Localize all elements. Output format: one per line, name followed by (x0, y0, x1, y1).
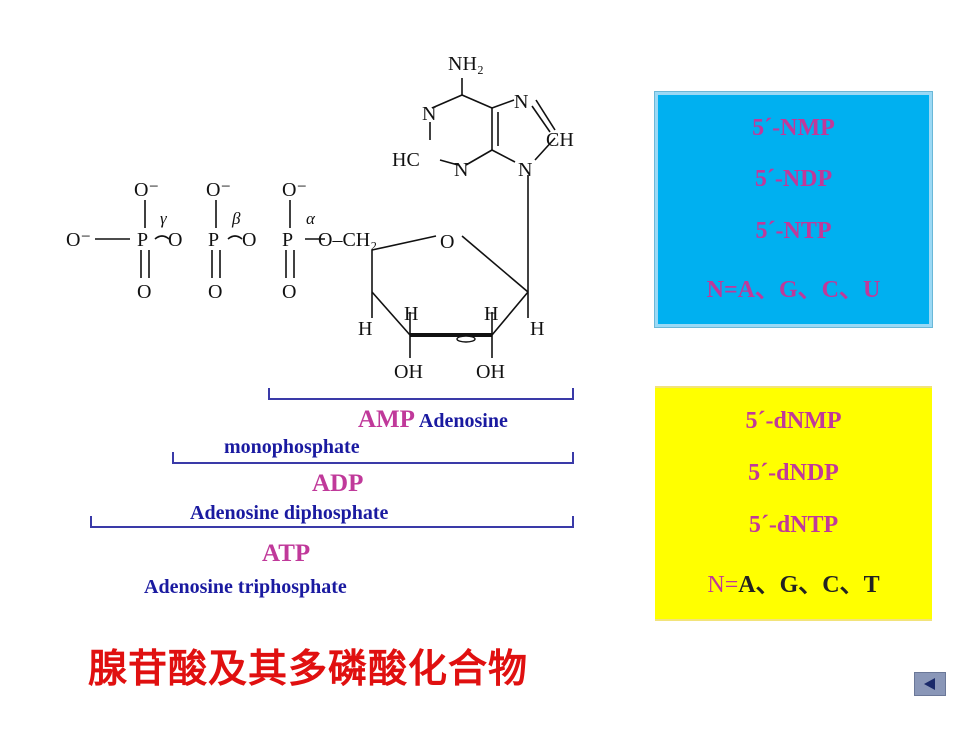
h-label-c1: H (530, 318, 544, 340)
bridge-oxygen-2: O (242, 229, 256, 251)
atp-bracket (90, 516, 574, 528)
amp-label-row: AMP Adenosine (358, 406, 508, 434)
hc-atom-label: HC (392, 149, 420, 171)
o-minus-terminal: O⁻ (66, 229, 91, 251)
amp-abbreviation: AMP (358, 406, 415, 433)
ring-oxygen-label: O (440, 231, 454, 253)
o-minus-alpha: O⁻ (282, 179, 307, 201)
ch2-group-label: O–CH₂ (318, 229, 377, 251)
h-label-c4: H (358, 318, 372, 340)
atp-name: Adenosine triphosphate (144, 576, 347, 598)
adp-name: Adenosine diphosphate (190, 502, 389, 524)
n7-atom-label: N (514, 91, 528, 113)
beta-symbol: β (231, 209, 241, 228)
slide-title: 腺苷酸及其多磷酸化合物 (88, 647, 529, 692)
n3-atom-label: N (454, 159, 468, 181)
amp-bracket (268, 388, 574, 400)
ribo-nmp: 5´-NMP (752, 115, 835, 142)
deoxy-nmp: 5´-dNMP (745, 408, 842, 435)
ribo-ndp: 5´-NDP (754, 166, 833, 193)
deoxy-ntp: 5´-dNTP (748, 511, 839, 538)
double-bond-oxygen-gamma: O (137, 281, 151, 303)
hydroxyl-2-label: OH (476, 361, 505, 383)
h-label-c2: H (484, 303, 498, 325)
h-label-c3: H (404, 303, 418, 325)
triangle-left-icon (924, 678, 935, 690)
adp-abbreviation: ADP (312, 470, 364, 497)
atp-abbreviation: ATP (262, 540, 311, 567)
o-minus-gamma: O⁻ (134, 179, 159, 201)
previous-slide-button[interactable] (914, 672, 946, 696)
ribo-ntp: 5´-NTP (755, 217, 832, 244)
deoxy-ndp: 5´-dNDP (748, 460, 839, 487)
ribo-bases: N=A、G、C、U (706, 276, 881, 303)
double-bond-oxygen-beta: O (208, 281, 222, 303)
atp-structure-diagram: NH₂ N N CH HC N N O O–CH₂ H H H H OH OH … (66, 53, 574, 383)
o-minus-beta: O⁻ (206, 179, 231, 201)
bridge-oxygen-1: O (168, 229, 182, 251)
n9-atom-label: N (518, 159, 532, 181)
amino-group-label: NH₂ (448, 53, 484, 75)
phosphorus-beta: P (208, 229, 219, 251)
phosphorus-gamma: P (137, 229, 148, 251)
hydroxyl-3-label: OH (394, 361, 423, 383)
deoxyribonucleotide-box: 5´-dNMP 5´-dNDP 5´-dNTP N=A、G、C、T (655, 386, 932, 621)
deoxy-bases: N=A、G、C、T (707, 564, 879, 599)
ch-atom-label: CH (546, 129, 574, 151)
n1-atom-label: N (422, 103, 436, 125)
amp-name-part2: monophosphate (224, 436, 360, 458)
alpha-symbol: α (306, 209, 316, 228)
amp-name-part1: Adenosine (418, 410, 508, 432)
ribonucleotide-box: 5´-NMP 5´-NDP 5´-NTP N=A、G、C、U (654, 91, 933, 328)
phosphorus-alpha: P (282, 229, 293, 251)
deoxy-bases-list: A、G、C、T (738, 571, 880, 598)
double-bond-oxygen-alpha: O (282, 281, 296, 303)
adp-bracket (172, 452, 574, 464)
gamma-symbol: γ (160, 209, 168, 228)
deoxy-bases-prefix: N= (707, 571, 739, 598)
